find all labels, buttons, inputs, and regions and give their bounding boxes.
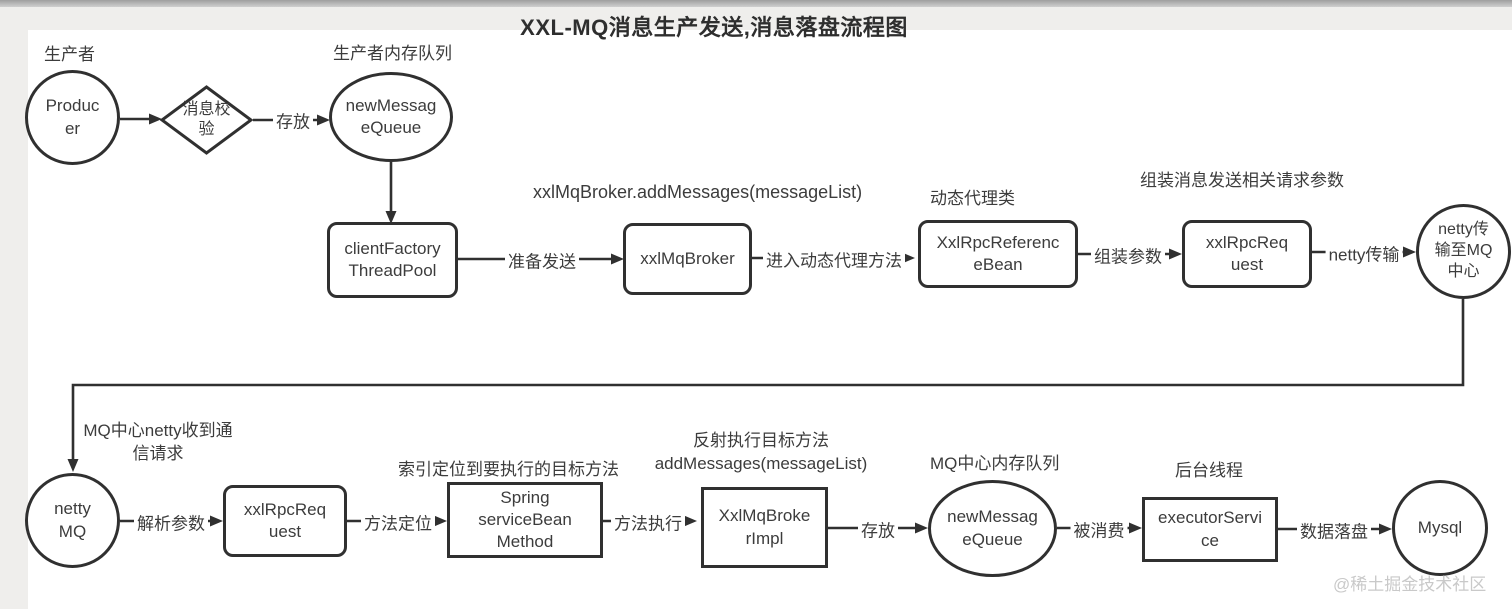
diamond-shape-icon [160,85,253,155]
node-mq-center-queue: newMessageQueue [928,480,1057,577]
edge-label-locate-method: 方法定位 [361,509,435,535]
node-xxl-rpc-reference-bean-label: XxlRpcReferenceBean [936,232,1060,274]
node-xxl-rpc-request-send-label: xxlRpcRequest [1205,232,1289,274]
annotation-assemble-request: 组装消息发送相关请求参数 [1140,171,1344,190]
diagram-title: XXL-MQ消息生产发送,消息落盘流程图 [520,15,908,40]
node-client-factory-threadpool: clientFactory ThreadPool [327,222,458,298]
node-producer: Producer [25,70,120,165]
watermark: @稀土掘金技术社区 [1333,575,1487,594]
edge-label-persist: 数据落盘 [1297,517,1371,543]
annotation-dynamic-proxy: 动态代理类 [930,189,1015,208]
node-executor-service-label: executorService [1158,508,1262,550]
edge-label-execute-method: 方法执行 [611,509,685,535]
edge-label-parse-params: 解析参数 [134,509,208,535]
node-xxl-rpc-request-receive: xxlRpcRequest [223,485,347,557]
node-producer-queue-label: newMessageQueue [345,95,437,137]
node-mysql: Mysql [1392,480,1488,576]
node-message-validate: 消息校验 [160,85,253,155]
annotation-mq-netty-receive: MQ中心netty收到通信请求 [83,421,233,463]
node-executor-service: executorService [1142,497,1278,562]
node-mysql-label: Mysql [1417,517,1463,537]
edge-label-enter-proxy: 进入动态代理方法 [763,246,905,272]
annotation-add-messages-call: xxlMqBroker.addMessages(messageList) [533,182,863,202]
edge-label-netty-transfer: netty传输 [1325,240,1403,266]
node-xxl-rpc-reference-bean: XxlRpcReferenceBean [918,220,1078,288]
edge-label-assemble-params: 组装参数 [1091,242,1165,268]
edge-label-prepare-send: 准备发送 [505,247,579,273]
node-producer-queue: newMessageQueue [329,72,453,162]
annotation-producer: 生产者 [44,45,95,64]
node-xxl-mq-broker-label: xxlMqBroker [640,248,735,268]
annotation-producer-queue: 生产者内存队列 [333,44,452,63]
node-xxl-mq-broker: xxlMqBroker [623,223,752,295]
node-netty-to-mq-center-label: netty传输至MQ中心 [1434,221,1493,280]
node-xxl-mq-broker-impl: XxlMqBrokerImpl [701,487,828,568]
node-xxl-mq-broker-impl-label: XxlMqBrokerImpl [718,506,811,548]
node-netty-to-mq-center: netty传输至MQ中心 [1416,204,1511,299]
annotation-index-locate: 索引定位到要执行的目标方法 [398,460,619,479]
node-xxl-rpc-request-receive-label: xxlRpcRequest [243,499,327,541]
edge-label-store-center: 存放 [858,516,898,542]
node-netty-mq: netty MQ [25,473,120,568]
node-netty-mq-label: netty MQ [54,499,91,541]
edge-label-store-producer: 存放 [273,107,313,133]
window-top-strip [0,0,1512,7]
node-producer-label: Producer [45,96,100,138]
node-xxl-rpc-request-send: xxlRpcRequest [1182,220,1312,288]
node-spring-service-bean-method: Spring serviceBean Method [447,482,603,558]
node-spring-service-bean-label: Spring serviceBean Method [478,487,572,552]
node-client-factory-label: clientFactory ThreadPool [344,238,441,280]
node-message-validate-label: 消息校验 [182,101,231,138]
edge-label-consume: 被消费 [1070,516,1128,542]
annotation-mq-center-queue: MQ中心内存队列 [930,454,1060,473]
annotation-reflect-execute: 反射执行目标方法 addMessages(messageList) [654,431,868,473]
annotation-background-thread: 后台线程 [1175,461,1243,480]
node-mq-center-queue-label: newMessageQueue [947,507,1038,549]
